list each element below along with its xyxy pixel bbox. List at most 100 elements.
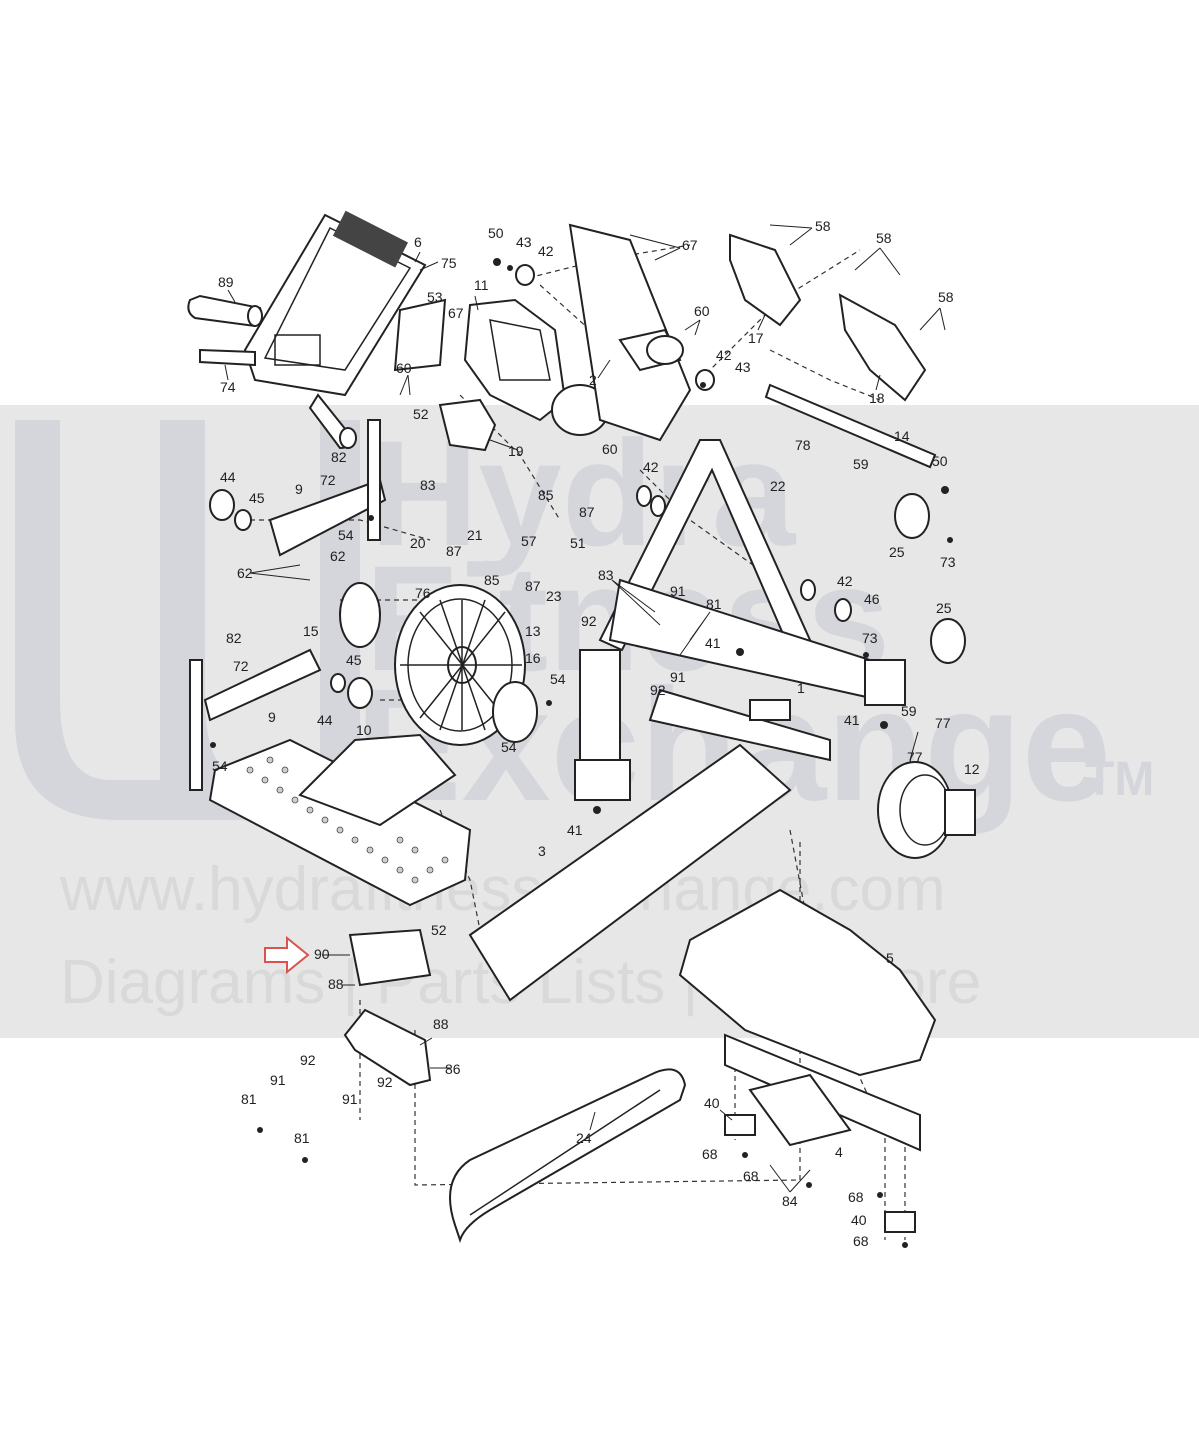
callout-label: 91 xyxy=(670,669,686,685)
front-stabilizer-part-4 xyxy=(724,1033,921,1233)
pedal-holes xyxy=(246,756,449,884)
callout-label: 89 xyxy=(218,274,234,290)
crank-arms-part-9 xyxy=(189,419,387,791)
callout-label: 84 xyxy=(782,1193,798,1209)
callout-label: 58 xyxy=(815,218,831,234)
callout-label: 13 xyxy=(525,623,541,639)
callout-label: 41 xyxy=(567,822,583,838)
callout-label: 22 xyxy=(770,478,786,494)
callout-label: 50 xyxy=(932,453,948,469)
callout-label: 52 xyxy=(413,406,429,422)
callout-label: 85 xyxy=(538,487,554,503)
callout-label: 72 xyxy=(320,472,336,488)
front-cover-part-5 xyxy=(678,888,937,1077)
callout-label: 74 xyxy=(220,379,236,395)
callout-label: 43 xyxy=(735,359,751,375)
callout-label: 12 xyxy=(964,761,980,777)
callout-label: 87 xyxy=(446,543,462,559)
callout-label: 25 xyxy=(936,600,952,616)
callout-label: 5 xyxy=(886,950,894,966)
callout-label: 53 xyxy=(427,289,443,305)
callout-label: 60 xyxy=(694,303,710,319)
rail-part-3 xyxy=(468,743,792,1002)
callout-label: 10 xyxy=(356,722,372,738)
callout-label: 91 xyxy=(270,1072,286,1088)
callout-label: 44 xyxy=(317,712,333,728)
callout-label: 88 xyxy=(328,976,344,992)
plate-part-16 xyxy=(492,681,538,743)
callout-label: 43 xyxy=(516,234,532,250)
callout-label: 87 xyxy=(579,504,595,520)
callout-label: 54 xyxy=(212,758,228,774)
highlight-arrow-icon xyxy=(264,935,310,975)
callout-label: 3 xyxy=(538,843,546,859)
callout-label: 92 xyxy=(581,613,597,629)
callout-label: 81 xyxy=(294,1130,310,1146)
callout-label: 67 xyxy=(682,237,698,253)
front-shroud-and-upright xyxy=(463,223,692,442)
main-frame-part-1 xyxy=(574,439,906,801)
callout-label: 57 xyxy=(521,533,537,549)
callout-label: 24 xyxy=(576,1130,592,1146)
callout-label: 90 xyxy=(314,946,330,962)
callout-label: 72 xyxy=(233,658,249,674)
console-part-6 xyxy=(243,210,427,397)
callout-label: 41 xyxy=(844,712,860,728)
callout-label: 60 xyxy=(396,360,412,376)
callout-label: 60 xyxy=(602,441,618,457)
callout-label: 42 xyxy=(837,573,853,589)
callout-label: 9 xyxy=(268,709,276,725)
callout-label: 68 xyxy=(848,1189,864,1205)
watermark-logo-mark xyxy=(15,420,360,820)
callout-label: 16 xyxy=(525,650,541,666)
callout-label: 45 xyxy=(249,490,265,506)
callout-label: 6 xyxy=(414,234,422,250)
bearings xyxy=(209,264,852,709)
pedal-part-10 xyxy=(208,733,472,907)
callout-label: 91 xyxy=(670,583,686,599)
callout-label: 85 xyxy=(484,572,500,588)
callout-label: 59 xyxy=(901,703,917,719)
wheels-part-25 xyxy=(894,493,966,664)
brackets-17-18 xyxy=(729,233,927,402)
fasteners xyxy=(210,258,953,1248)
callout-label: 21 xyxy=(467,527,483,543)
callout-label: 52 xyxy=(431,922,447,938)
callout-label: 68 xyxy=(743,1168,759,1184)
callout-label: 25 xyxy=(889,544,905,560)
callout-label: 92 xyxy=(300,1052,316,1068)
callout-label: 86 xyxy=(445,1061,461,1077)
callout-label: 42 xyxy=(643,459,659,475)
callout-label: 68 xyxy=(853,1233,869,1249)
callout-label: 91 xyxy=(342,1091,358,1107)
callout-label: 40 xyxy=(851,1212,867,1228)
callout-label: 77 xyxy=(935,715,951,731)
callout-label: 62 xyxy=(330,548,346,564)
block-part-90 xyxy=(348,928,432,987)
callout-label: 4 xyxy=(835,1144,843,1160)
pulley-part-15 xyxy=(339,582,381,648)
callout-label: 73 xyxy=(940,554,956,570)
watermark-trademark: TM xyxy=(1085,753,1154,806)
basket-part-19 xyxy=(438,398,497,452)
callout-label: 19 xyxy=(508,443,524,459)
callout-label: 1 xyxy=(797,680,805,696)
flywheel-part-13 xyxy=(394,584,526,746)
callout-label: 54 xyxy=(338,527,354,543)
callout-labels: 89 74 6 75 53 67 11 50 43 42 67 58 58 58… xyxy=(212,218,980,1249)
callout-label: 62 xyxy=(237,565,253,581)
callout-label: 58 xyxy=(938,289,954,305)
bracket-part-86 xyxy=(343,1008,432,1087)
belt-part-24 xyxy=(449,1068,687,1244)
callout-label: 40 xyxy=(704,1095,720,1111)
callout-label: 78 xyxy=(795,437,811,453)
callout-label: 42 xyxy=(716,347,732,363)
callout-label: 92 xyxy=(377,1074,393,1090)
callout-label: 68 xyxy=(702,1146,718,1162)
callout-label: 11 xyxy=(474,277,489,293)
callout-label: 50 xyxy=(488,225,504,241)
callout-label: 51 xyxy=(570,535,586,551)
callout-label: 58 xyxy=(876,230,892,246)
callout-label: 15 xyxy=(303,623,319,639)
